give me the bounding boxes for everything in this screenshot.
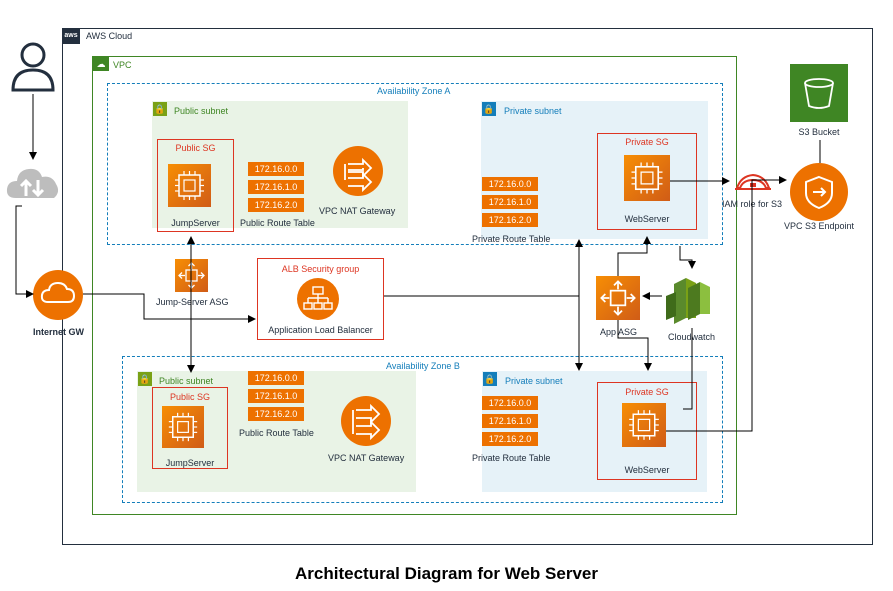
route-entry: 172.16.1.0 bbox=[248, 389, 304, 403]
s3-bucket-label: S3 Bucket bbox=[798, 127, 840, 137]
jumpserver-b-label: JumpServer bbox=[165, 458, 215, 468]
webserver-b-label: WebServer bbox=[624, 465, 670, 475]
private-subnet-a-label: Private subnet bbox=[504, 106, 562, 116]
iam-role-icon bbox=[733, 171, 773, 193]
cloudwatch-icon bbox=[664, 270, 718, 326]
public-route-table-b-label: Public Route Table bbox=[239, 428, 314, 438]
route-entry: 172.16.0.0 bbox=[482, 177, 538, 191]
route-entry: 172.16.2.0 bbox=[248, 407, 304, 421]
az-a-label: Availability Zone A bbox=[377, 86, 451, 96]
vpc-boundary bbox=[92, 56, 737, 515]
public-route-table-a-label: Public Route Table bbox=[240, 218, 315, 228]
public-sg-a-label: Public SG bbox=[175, 143, 216, 153]
private-sg-a-label: Private SG bbox=[625, 137, 669, 147]
webserver-b-ec2-icon bbox=[622, 403, 666, 447]
jumpserver-b-ec2-icon bbox=[162, 406, 204, 448]
public-subnet-a-label: Public subnet bbox=[174, 106, 229, 116]
s3-endpoint-icon bbox=[790, 163, 848, 221]
route-entry: 172.16.0.0 bbox=[248, 162, 304, 176]
alb-label: Application Load Balancer bbox=[268, 325, 373, 335]
private-subnet-b-label: Private subnet bbox=[505, 376, 563, 386]
route-entry: 172.16.0.0 bbox=[248, 371, 304, 385]
az-b-label: Availability Zone B bbox=[386, 361, 460, 371]
user-icon bbox=[8, 40, 58, 92]
app-asg-icon bbox=[596, 276, 640, 320]
lock-icon: 🔒 bbox=[138, 372, 152, 386]
route-entry: 172.16.1.0 bbox=[248, 180, 304, 194]
route-entry: 172.16.1.0 bbox=[482, 414, 538, 428]
lock-icon: 🔒 bbox=[482, 102, 496, 116]
s3-endpoint-label: VPC S3 Endpoint bbox=[783, 221, 855, 231]
nat-gateway-b-icon bbox=[341, 396, 391, 446]
aws-cloud-label: AWS Cloud bbox=[86, 31, 133, 41]
diagram-title: Architectural Diagram for Web Server bbox=[295, 564, 598, 583]
s3-bucket-icon bbox=[790, 64, 848, 122]
route-entry: 172.16.2.0 bbox=[248, 198, 304, 212]
availability-zone-a bbox=[107, 83, 723, 245]
availability-zone-b bbox=[122, 356, 723, 503]
internet-cloud-icon bbox=[4, 162, 62, 204]
public-subnet-b-label: Public subnet bbox=[159, 376, 214, 386]
private-sg-b-label: Private SG bbox=[625, 387, 669, 397]
route-entry: 172.16.1.0 bbox=[482, 195, 538, 209]
public-sg-b-label: Public SG bbox=[169, 392, 211, 402]
nat-gateway-a-icon bbox=[333, 146, 383, 196]
webserver-a-label: WebServer bbox=[624, 214, 670, 224]
vpc-cloud-icon: ☁ bbox=[93, 57, 109, 71]
nat-gateway-a-label: VPC NAT Gateway bbox=[319, 206, 396, 216]
internet-gateway-icon bbox=[33, 270, 83, 320]
load-balancer-icon bbox=[297, 278, 339, 320]
jumpserver-a-label: JumpServer bbox=[171, 218, 220, 228]
jumpserver-a-ec2-icon bbox=[168, 164, 211, 207]
alb-security-group bbox=[257, 258, 384, 340]
private-route-table-b-label: Private Route Table bbox=[472, 453, 551, 463]
route-entry: 172.16.2.0 bbox=[482, 432, 538, 446]
route-entry: 172.16.0.0 bbox=[482, 396, 538, 410]
route-entry: 172.16.2.0 bbox=[482, 213, 538, 227]
private-route-table-a-label: Private Route Table bbox=[472, 234, 551, 244]
alb-sg-label: ALB Security group bbox=[281, 264, 360, 274]
vpc-label: VPC bbox=[113, 60, 132, 70]
public-sg-b bbox=[152, 387, 228, 469]
lock-icon: 🔒 bbox=[153, 102, 167, 116]
public-sg-a bbox=[157, 139, 234, 232]
internet-gw-label: Internet GW bbox=[33, 327, 84, 337]
app-asg-label: App ASG bbox=[600, 327, 638, 337]
lock-icon: 🔒 bbox=[483, 372, 497, 386]
aws-logo-icon: aws bbox=[62, 28, 80, 44]
nat-gateway-b-label: VPC NAT Gateway bbox=[328, 453, 405, 463]
webserver-a-ec2-icon bbox=[624, 155, 670, 201]
